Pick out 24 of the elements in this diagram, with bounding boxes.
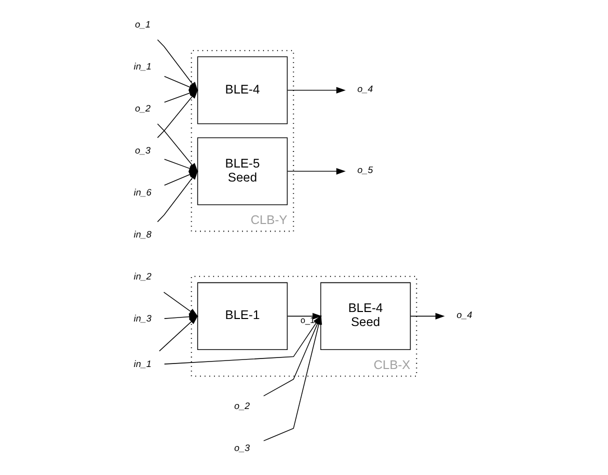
node-text: in_6 [134,188,152,198]
node-box: BLE-5 Seed [197,137,288,206]
node-text: o_1 [134,19,151,30]
edge-label: o_1 [300,315,315,326]
node-text: in_2 [134,272,152,282]
arrow [287,87,346,94]
arrow [287,312,322,320]
node-text: o_2 [134,103,151,114]
arrow [410,312,445,320]
node-text: in_3 [134,314,152,324]
node-text: in_1 [134,61,152,72]
node-box: BLE-4 Seed [320,282,411,350]
node-text: o_5 [357,164,373,175]
node-box: BLE-1 [197,282,288,350]
arrow [287,168,346,175]
node-text: o_3 [134,145,151,156]
node-text: o_4 [357,84,373,94]
node-text: in_1 [134,358,152,369]
node-text: in_8 [134,230,152,240]
node-text: o_4 [456,310,472,320]
node-text: o_3 [234,443,250,454]
arrow [164,314,198,320]
node-text: o_2 [234,400,250,411]
node-box: BLE-4 [197,56,288,124]
